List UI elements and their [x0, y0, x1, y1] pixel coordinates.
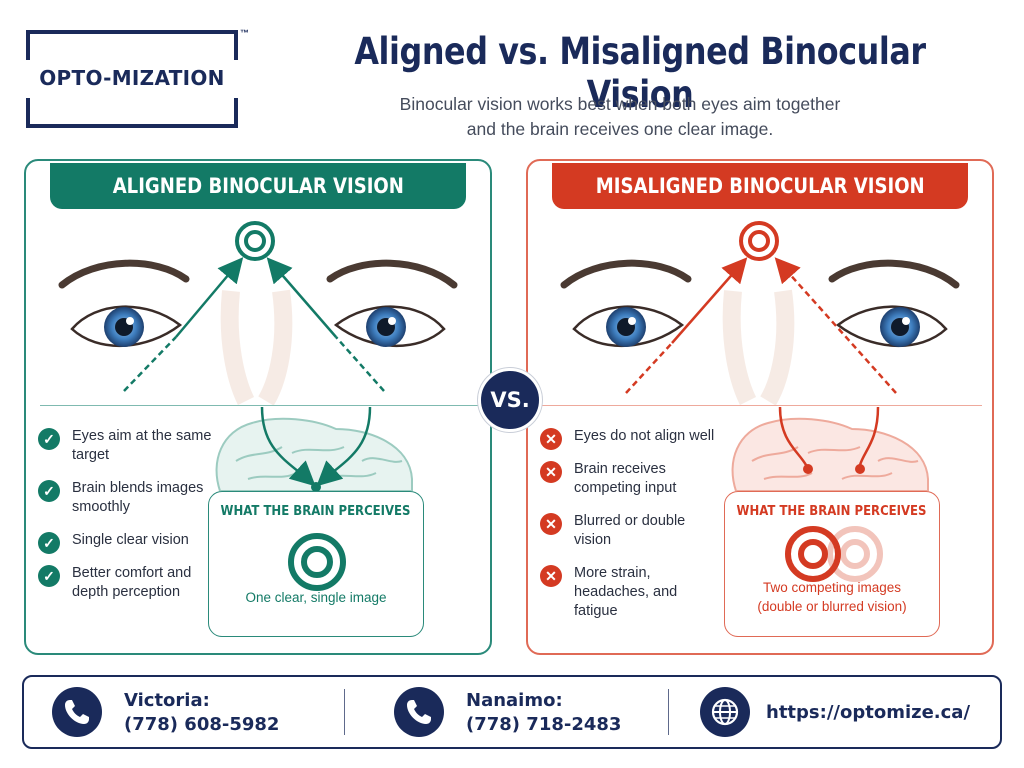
misaligned-illustration [560, 221, 960, 491]
website-contact[interactable]: https://optomize.ca/ [700, 677, 990, 747]
footer-divider [344, 689, 345, 735]
subtitle-line-2: and the brain receives one clear image. [466, 119, 774, 139]
aligned-illustration [58, 221, 458, 491]
logo-text: OPTO-MIZATION [39, 66, 225, 90]
x-icon: ✕ [540, 461, 562, 483]
perceives-caption: Two competing images (double or blurred … [757, 580, 907, 614]
list-item: ✕ Blurred or double vision [540, 512, 720, 550]
perceives-title: WHAT THE BRAIN PERCEIVES [737, 504, 927, 519]
list-item: ✕ Eyes do not align well [540, 427, 720, 450]
left-eye-icon [560, 259, 692, 347]
nanaimo-contact[interactable]: Nanaimo: (778) 718-2483 [394, 677, 654, 747]
check-icon: ✓ [38, 480, 60, 502]
check-icon: ✓ [38, 565, 60, 587]
nanaimo-label: Nanaimo: [466, 690, 563, 711]
subtitle-line-1: Binocular vision works best when both ey… [399, 94, 841, 114]
single-image-icon [288, 533, 346, 591]
x-icon: ✕ [540, 428, 562, 450]
right-eye-icon [828, 259, 960, 347]
x-icon: ✕ [540, 513, 562, 535]
check-icon: ✓ [38, 532, 60, 554]
page-title: Aligned vs. Misaligned Binocular Vision [354, 30, 926, 116]
brand-logo: OPTO-MIZATION [26, 30, 238, 128]
footer-divider [668, 689, 669, 735]
list-item: ✓ Eyes aim at the same target [38, 427, 218, 465]
list-item: ✓ Single clear vision [38, 531, 218, 554]
vs-badge: VS. [478, 368, 542, 432]
right-eye-icon [326, 259, 458, 347]
aligned-perceives-box: WHAT THE BRAIN PERCEIVES One clear, sing… [208, 491, 424, 637]
brain-icon [731, 417, 929, 491]
page-subtitle: Binocular vision works best when both ey… [320, 92, 920, 142]
nanaimo-phone[interactable]: (778) 718-2483 [466, 714, 622, 735]
aligned-list: ✓ Eyes aim at the same target ✓ Brain bl… [38, 427, 218, 614]
target-icon [739, 221, 779, 261]
victoria-phone[interactable]: (778) 608-5982 [124, 714, 280, 735]
aligned-divider [40, 405, 480, 406]
double-image-icon [785, 526, 883, 582]
aligned-panel: ALIGNED BINOCULAR VISION [24, 159, 492, 655]
perceives-caption: One clear, single image [245, 590, 387, 605]
victoria-label: Victoria: [124, 690, 210, 711]
victoria-contact[interactable]: Victoria: (778) 608-5982 [52, 677, 352, 747]
target-icon [235, 221, 275, 261]
misaligned-perceives-box: WHAT THE BRAIN PERCEIVES Two competing i… [724, 491, 940, 637]
misaligned-heading: MISALIGNED BINOCULAR VISION [552, 163, 968, 209]
list-item: ✕ Brain receives competing input [540, 460, 720, 498]
x-icon: ✕ [540, 565, 562, 587]
perceives-title: WHAT THE BRAIN PERCEIVES [221, 504, 411, 519]
misaligned-panel: MISALIGNED BINOCULAR VISION [526, 159, 994, 655]
list-item: ✕ More strain, headaches, and fatigue [540, 564, 720, 621]
logo-frame [26, 30, 238, 128]
misaligned-list: ✕ Eyes do not align well ✕ Brain receive… [540, 427, 720, 633]
list-item: ✓ Brain blends images smoothly [38, 479, 218, 517]
phone-icon [52, 687, 102, 737]
contact-footer: Victoria: (778) 608-5982 Nanaimo: (778) … [22, 675, 1002, 749]
list-item: ✓ Better comfort and depth perception [38, 564, 218, 602]
phone-icon [394, 687, 444, 737]
globe-icon [700, 687, 750, 737]
left-eye-icon [58, 259, 190, 347]
check-icon: ✓ [38, 428, 60, 450]
aligned-heading: ALIGNED BINOCULAR VISION [50, 163, 466, 209]
trademark-mark: ™ [240, 28, 249, 38]
brain-icon [215, 417, 413, 491]
website-link[interactable]: https://optomize.ca/ [766, 702, 971, 723]
misaligned-divider [542, 405, 982, 406]
